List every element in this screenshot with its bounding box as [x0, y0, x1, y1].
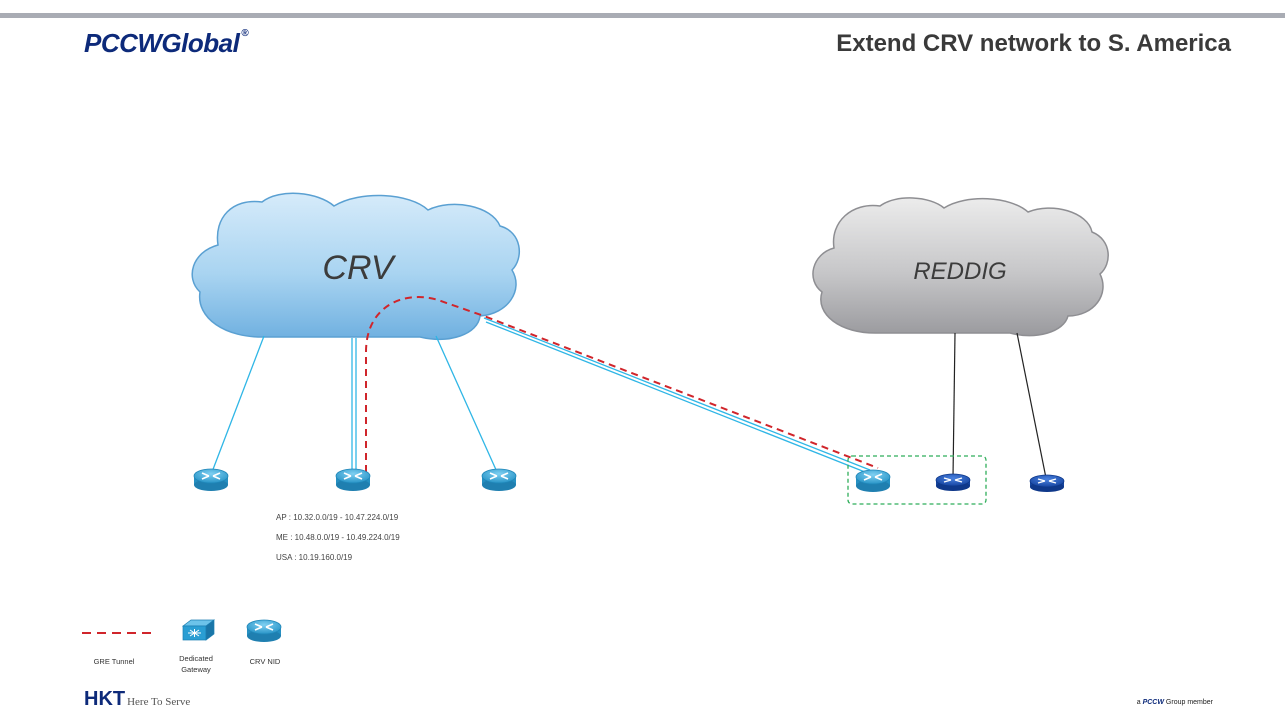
- crv-cloud-label: CRV: [322, 249, 396, 287]
- subnet-me: ME : 10.48.0.0/19 - 10.49.224.0/19: [276, 533, 400, 542]
- subnet-usa: USA : 10.19.160.0/19: [276, 553, 353, 562]
- pccw-global-logo: PCCWGlobal®: [84, 28, 249, 58]
- slide-title: Extend CRV network to S. America: [836, 30, 1231, 57]
- reddig-router-1: [935, 473, 971, 492]
- crv-nid-router-3: [481, 468, 517, 492]
- crv-nid-router-2: [335, 468, 371, 492]
- legend-crv-nid-icon: [246, 619, 282, 643]
- subnet-ap: AP : 10.32.0.0/19 - 10.47.224.0/19: [276, 513, 399, 522]
- reddig-link-right: [1016, 332, 1047, 479]
- crv-link-to-sa-b: [485, 321, 871, 475]
- group-member-note: a PCCW Group member: [1137, 699, 1213, 706]
- hkt-brand: HKT: [84, 688, 126, 710]
- reddig-cloud: REDDIG: [812, 197, 1109, 337]
- reddig-link-left: [952, 332, 956, 479]
- legend-gateway-icon: [181, 619, 216, 641]
- crv-nid-router-sa: [855, 469, 891, 493]
- legend-crv-nid-label: CRV NID: [249, 657, 281, 666]
- hkt-tagline: Here To Serve: [127, 696, 191, 708]
- reddig-router-2: [1029, 474, 1065, 493]
- legend-gateway-label-line1: Dedicated: [179, 654, 213, 663]
- crv-link-right: [435, 335, 498, 473]
- legend-gre-label: GRE Tunnel: [93, 657, 135, 666]
- crv-link-to-sa: [483, 317, 871, 471]
- crv-nid-router-1: [193, 468, 229, 492]
- member-brand: PCCW: [1142, 699, 1164, 706]
- top-divider: [0, 13, 1285, 18]
- reddig-cloud-label: REDDIG: [913, 258, 1006, 285]
- subnet-list: AP : 10.32.0.0/19 - 10.47.224.0/19 ME : …: [276, 508, 400, 568]
- legend-gateway-label: Dedicated Gateway: [168, 653, 224, 675]
- member-prefix: a: [1136, 699, 1141, 706]
- crv-cloud: CRV: [191, 192, 520, 340]
- legend-gateway-label-line2: Gateway: [181, 665, 211, 674]
- dedicated-gateway-box: [847, 455, 987, 505]
- crv-link-left: [211, 335, 265, 473]
- member-suffix: Group member: [1165, 699, 1213, 706]
